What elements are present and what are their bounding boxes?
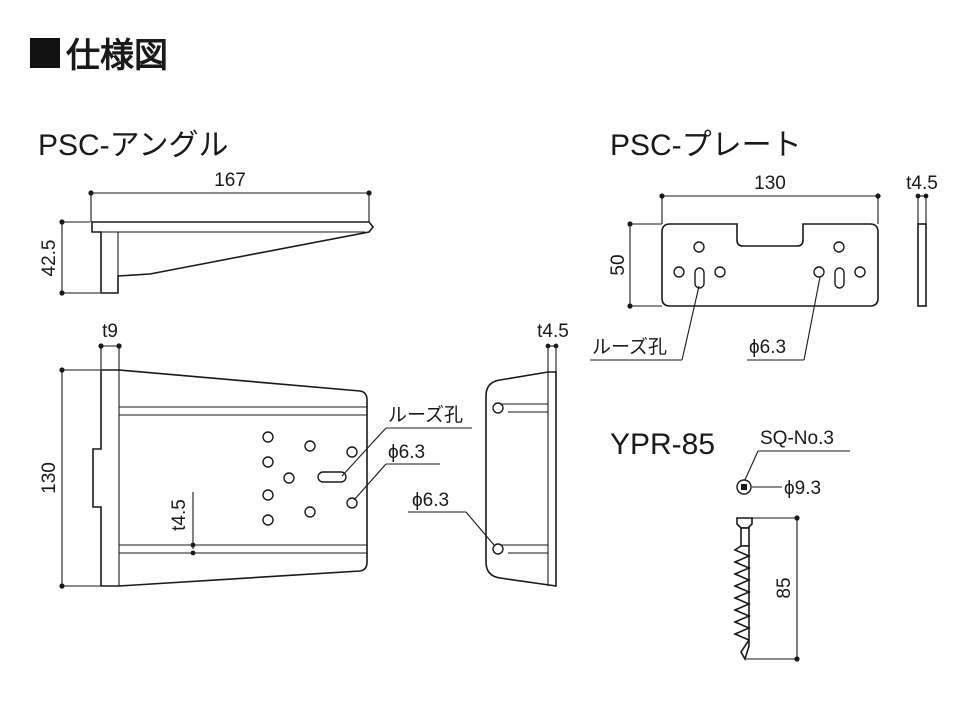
- leader-line: [341, 427, 387, 477]
- plate-dim-50-label: 50: [608, 254, 629, 275]
- screw-view: SQ-No.3 ϕ9.3 85: [732, 428, 850, 662]
- plate-loose-hole-label: ルーズ孔: [592, 336, 667, 358]
- plate-hole: [833, 241, 845, 253]
- leader-line: [743, 450, 759, 483]
- angle-loose-hole-label: ルーズ孔: [388, 404, 463, 426]
- dim-dot: [923, 193, 929, 199]
- end-hole: [492, 543, 504, 555]
- leader-line: [465, 511, 495, 546]
- angle-hole: [262, 514, 274, 526]
- dim-dot: [116, 343, 122, 349]
- angle-hole: [283, 472, 295, 484]
- dim-dot: [88, 190, 94, 196]
- angle-end-view: t4.5 ϕ6.3: [408, 321, 569, 587]
- screw-head-dim-label: ϕ9.3: [784, 478, 821, 499]
- dim-dot: [59, 290, 65, 296]
- heading-square-icon: [30, 37, 60, 68]
- angle-hole: [346, 446, 358, 458]
- dim-dot: [915, 193, 921, 199]
- plate-dim-t4-5-label: t4.5: [906, 173, 938, 194]
- square-drive-icon: [741, 484, 747, 490]
- angle-slot-hole: [317, 471, 347, 483]
- plate-dim-130-label: 130: [754, 173, 786, 194]
- angle-front-body: [92, 369, 368, 587]
- dim-dot: [794, 656, 800, 662]
- dim-dot: [59, 219, 65, 225]
- screw-thread: [732, 545, 752, 662]
- dim-t4-5-inner-label: t4.5: [169, 499, 190, 531]
- dim-dot: [627, 303, 633, 309]
- dim-dot: [875, 193, 881, 199]
- angle-hole: [262, 456, 274, 468]
- dim-t9-label: t9: [102, 321, 118, 342]
- dim-130-label: 130: [39, 462, 60, 494]
- angle-end-body: [485, 371, 557, 587]
- plate-edge-view: [917, 223, 927, 307]
- plate-view: 130 50 t4.5 ルーズ孔: [590, 173, 938, 361]
- angle-side-view: 167 42.5: [39, 170, 375, 296]
- angle-hole: [346, 497, 358, 509]
- plate-slot-hole: [834, 267, 845, 289]
- dim-167-label: 167: [214, 170, 246, 191]
- dim-dot: [98, 343, 104, 349]
- screw-drive-label: SQ-No.3: [760, 428, 834, 449]
- angle-title: PSC-アングル: [38, 129, 229, 162]
- angle-hole: [304, 506, 316, 518]
- plate-hole: [693, 241, 705, 253]
- angle-front-view: t9 130: [39, 321, 472, 589]
- page-heading: 仕様図: [30, 28, 168, 77]
- angle-side-profile: [91, 221, 375, 294]
- angle-hole: [262, 489, 274, 501]
- dim-dot: [545, 343, 551, 349]
- dim-dot: [190, 542, 196, 548]
- leader-line: [681, 285, 700, 361]
- dim-dot: [59, 367, 65, 373]
- plate-hole-label: ϕ6.3: [749, 337, 786, 358]
- dim-dot: [553, 343, 559, 349]
- dim-dot: [59, 583, 65, 589]
- dim-dot: [794, 515, 800, 521]
- plate-hole: [813, 266, 825, 278]
- plate-body: [661, 223, 879, 307]
- angle-hole-label-1: ϕ6.3: [388, 442, 425, 463]
- dim-dot: [190, 550, 196, 556]
- heading-text: 仕様図: [66, 36, 168, 76]
- screw-title: YPR-85: [610, 428, 716, 461]
- end-hole: [492, 402, 504, 414]
- angle-hole: [262, 431, 274, 443]
- plate-hole: [673, 266, 685, 278]
- plate-hole: [854, 266, 866, 278]
- plate-title: PSC-プレート: [610, 129, 802, 162]
- angle-hole: [304, 440, 316, 452]
- dim-dot: [366, 190, 372, 196]
- leader-line: [353, 463, 387, 501]
- screw-shank: [740, 527, 750, 547]
- screw-dim-85-label: 85: [774, 577, 795, 598]
- screw-head: [736, 517, 753, 529]
- dim-t4-5-side-label: t4.5: [537, 321, 569, 342]
- plate-slot-hole: [694, 267, 705, 289]
- dim-42-5-label: 42.5: [39, 240, 60, 277]
- leader-line: [803, 276, 821, 361]
- dim-dot: [627, 221, 633, 227]
- dim-dot: [659, 193, 665, 199]
- plate-hole: [714, 266, 726, 278]
- angle-hole-label-2: ϕ6.3: [412, 490, 449, 511]
